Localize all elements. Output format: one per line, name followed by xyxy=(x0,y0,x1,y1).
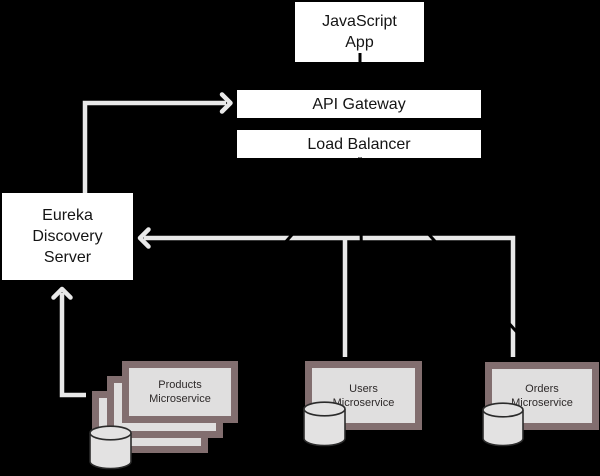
connector-eureka-to-api-gateway xyxy=(82,100,226,193)
connector-load-balancer-to-orders xyxy=(358,156,544,362)
api-gateway-label: API Gateway xyxy=(312,95,406,113)
eureka-discovery-server-node: Eureka Discovery Server xyxy=(2,193,133,280)
api-gateway-node: API Gateway xyxy=(237,90,481,118)
js-app-label: JavaScript App xyxy=(322,13,397,51)
connector-products-to-eureka xyxy=(59,293,86,398)
arrowhead-right-icon xyxy=(219,92,233,114)
load-balancer-node: Load Balancer xyxy=(237,130,481,158)
load-balancer-label: Load Balancer xyxy=(307,135,411,153)
connector-orders-to-eureka xyxy=(144,235,516,357)
eureka-label: Eureka Discovery Server xyxy=(32,207,103,266)
products-database-icon xyxy=(89,425,132,470)
js-app-node: JavaScript App xyxy=(295,2,424,62)
orders-microservice-node: Orders Microservice xyxy=(485,362,599,430)
arrowhead-left-icon xyxy=(137,227,151,249)
orders-microservice-label: Orders Microservice xyxy=(492,369,592,423)
arrowhead-up-icon xyxy=(51,286,73,300)
connector-load-balancer-to-products xyxy=(179,157,362,361)
products-microservice-label: Products Microservice xyxy=(129,368,231,416)
users-database-icon xyxy=(303,401,346,447)
connector-load-balancer-to-users xyxy=(358,157,365,361)
products-microservice-node: Products Microservice xyxy=(122,361,238,423)
orders-database-icon xyxy=(482,402,524,447)
